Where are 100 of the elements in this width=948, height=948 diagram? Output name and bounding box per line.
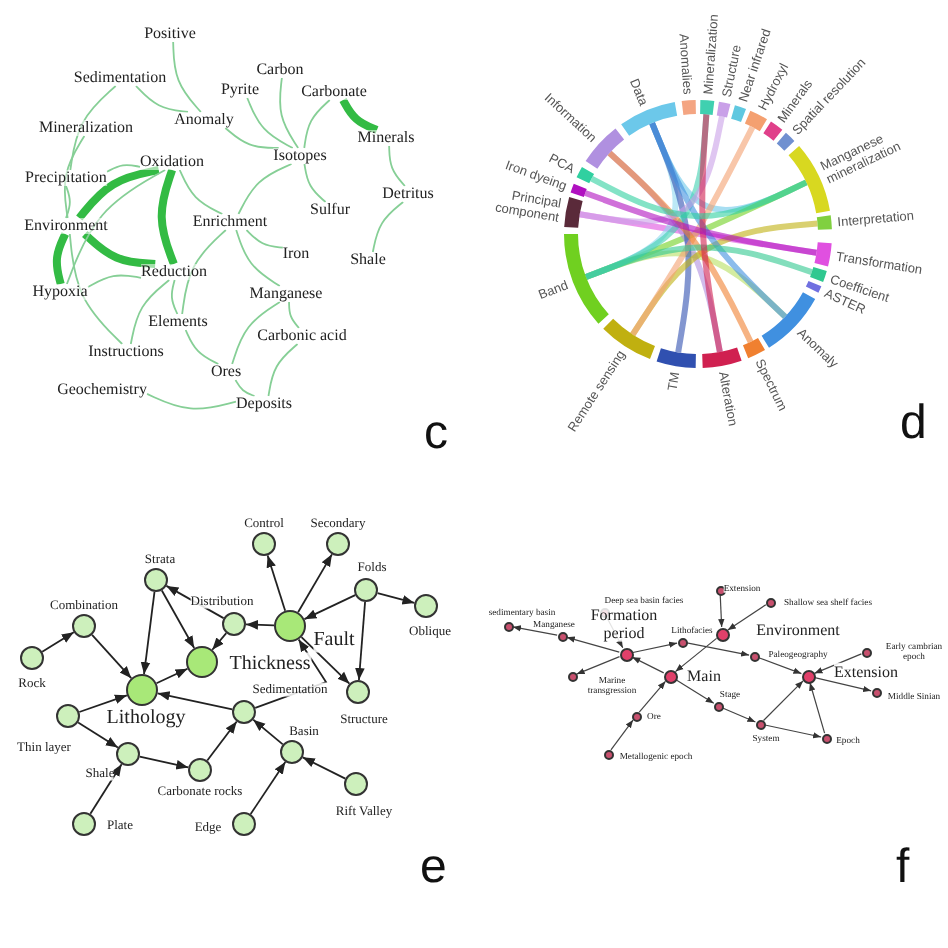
keyword-label: Sedimentation — [73, 70, 167, 86]
keyword-label: Enrichment — [192, 214, 268, 230]
link-curve — [170, 279, 179, 315]
arrow — [301, 756, 347, 780]
keyword-label: Elements — [148, 314, 208, 330]
arrow — [764, 724, 822, 739]
arrow — [631, 656, 665, 674]
arrow — [512, 625, 558, 636]
arrow — [355, 601, 366, 681]
arrow — [252, 718, 284, 746]
arrow — [155, 667, 189, 685]
keyword-label: Anomaly — [174, 112, 234, 128]
panel-letter: c — [424, 410, 448, 458]
arrow — [211, 632, 228, 651]
keyword-label: Sulfur — [310, 202, 350, 218]
chord-ribbon — [584, 190, 817, 256]
arrow — [91, 634, 133, 680]
keyword-label: Carbonic acid — [257, 328, 347, 344]
chord-ribbon — [630, 125, 756, 337]
keyword-label: Carbonate — [301, 84, 367, 100]
link-curve — [82, 231, 156, 268]
keyword-label: Iron — [282, 246, 310, 262]
arrow — [41, 631, 75, 653]
link-curve — [172, 41, 202, 113]
link-curve — [106, 164, 141, 173]
keyword-label: Carbon — [256, 62, 304, 78]
keyword-label: Precipitation — [25, 170, 107, 186]
keyword-label: Minerals — [357, 130, 415, 146]
chord-ribbon — [584, 244, 813, 280]
keyword-label: Instructions — [88, 344, 164, 360]
arrow — [718, 594, 725, 628]
arrow — [156, 691, 234, 711]
link-curve — [235, 229, 281, 287]
link-curve — [52, 232, 69, 285]
link-curve — [87, 274, 142, 288]
link-curve — [388, 145, 406, 187]
chord-ribbon — [579, 115, 725, 225]
panel-letter: f — [896, 844, 910, 892]
keyword-label: Hypoxia — [32, 284, 88, 300]
keyword-label: Isotopes — [273, 148, 327, 164]
node-label: Fault — [313, 628, 355, 652]
link-curve — [237, 163, 293, 215]
link-curve — [178, 169, 224, 215]
keyword-label: Shale — [350, 252, 386, 268]
node-label: Lithology — [106, 706, 186, 730]
node-label: Extension — [834, 662, 898, 682]
link-curve — [245, 229, 284, 249]
keyword-label: Ores — [210, 364, 242, 380]
arrow — [813, 653, 862, 674]
link-curve — [135, 85, 189, 113]
arrow — [727, 604, 767, 631]
keyword-label: Mineralization — [38, 120, 134, 136]
arrow — [300, 636, 351, 685]
link-curve — [66, 169, 166, 285]
link-curve — [181, 229, 227, 315]
arrow — [140, 591, 156, 676]
link-curve — [371, 201, 405, 253]
chord-ribbon — [649, 122, 788, 319]
arrow — [376, 592, 416, 605]
keyword-label: Manganese — [249, 286, 323, 302]
keyword-label: Oxidation — [140, 154, 204, 170]
link-curve — [231, 301, 281, 365]
arrow — [762, 680, 804, 722]
arrow — [674, 637, 718, 673]
panel-letter: d — [900, 400, 927, 448]
arrow — [77, 721, 119, 749]
arrow — [638, 680, 667, 713]
link-curve — [303, 99, 331, 149]
link-curve — [303, 163, 327, 203]
chord-ribbon — [607, 150, 754, 344]
arrow — [814, 677, 872, 693]
keyword-label: Pyrite — [220, 82, 260, 98]
arrow — [160, 589, 196, 649]
chord-ribbon — [699, 114, 723, 353]
node-label: Main — [687, 666, 721, 686]
link-curve — [129, 279, 171, 345]
link-curve — [234, 379, 256, 397]
chord-ribbon — [590, 175, 808, 220]
link-curve — [279, 77, 300, 149]
keyword-label: Deposits — [236, 396, 292, 412]
arrow — [138, 755, 190, 770]
arrow — [576, 656, 621, 675]
link-curve — [157, 168, 178, 266]
link-curve — [288, 301, 300, 329]
link-curve — [339, 98, 379, 134]
arrow — [675, 679, 715, 704]
arrow — [632, 641, 678, 654]
arrow — [303, 594, 357, 621]
arrow — [206, 720, 238, 762]
link-curve — [68, 233, 124, 345]
arrow — [566, 636, 620, 653]
link-curve — [267, 343, 299, 397]
arrow — [758, 657, 803, 675]
link-curve — [184, 329, 220, 365]
link-curve — [76, 166, 160, 221]
link-curve — [63, 135, 86, 219]
link-curve — [224, 127, 280, 149]
node-label: Formation period — [588, 605, 660, 643]
link-curve — [69, 85, 117, 171]
panel-letter: e — [420, 844, 447, 892]
